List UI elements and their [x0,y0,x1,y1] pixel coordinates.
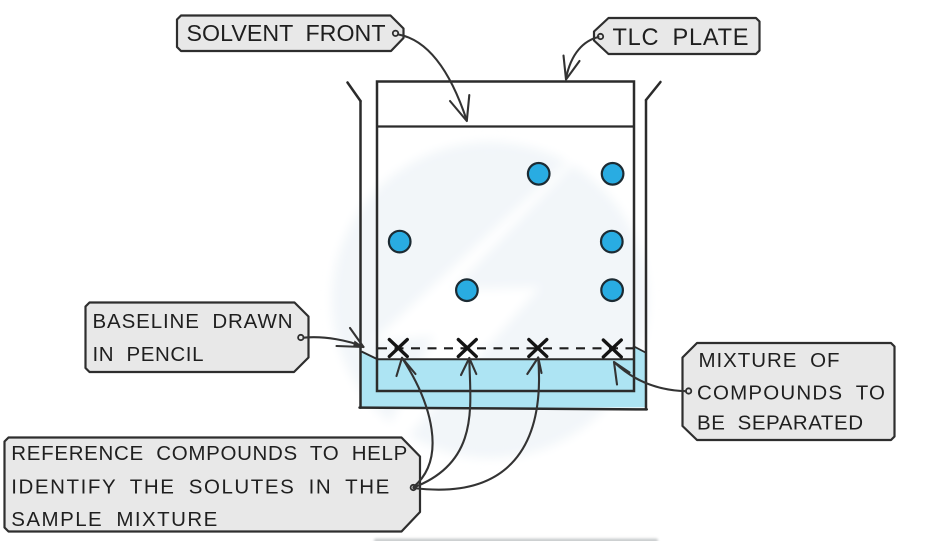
svg-text:BE SEPARATED: BE SEPARATED [697,412,863,435]
svg-text:SAMPLE MIXTURE: SAMPLE MIXTURE [11,508,217,531]
svg-text:MIXTURE OF: MIXTURE OF [699,349,840,372]
svg-text:IN PENCIL: IN PENCIL [93,343,204,366]
svg-text:BASELINE DRAWN: BASELINE DRAWN [93,310,293,333]
svg-text:SOLVENT FRONT: SOLVENT FRONT [187,20,386,46]
svg-text:COMPOUNDS TO: COMPOUNDS TO [697,382,885,405]
svg-text:TLC PLATE: TLC PLATE [613,25,749,51]
svg-text:REFERENCE COMPOUNDS TO HELP: REFERENCE COMPOUNDS TO HELP [11,442,407,465]
svg-text:IDENTIFY THE SOLUTES IN THE: IDENTIFY THE SOLUTES IN THE [11,476,389,499]
